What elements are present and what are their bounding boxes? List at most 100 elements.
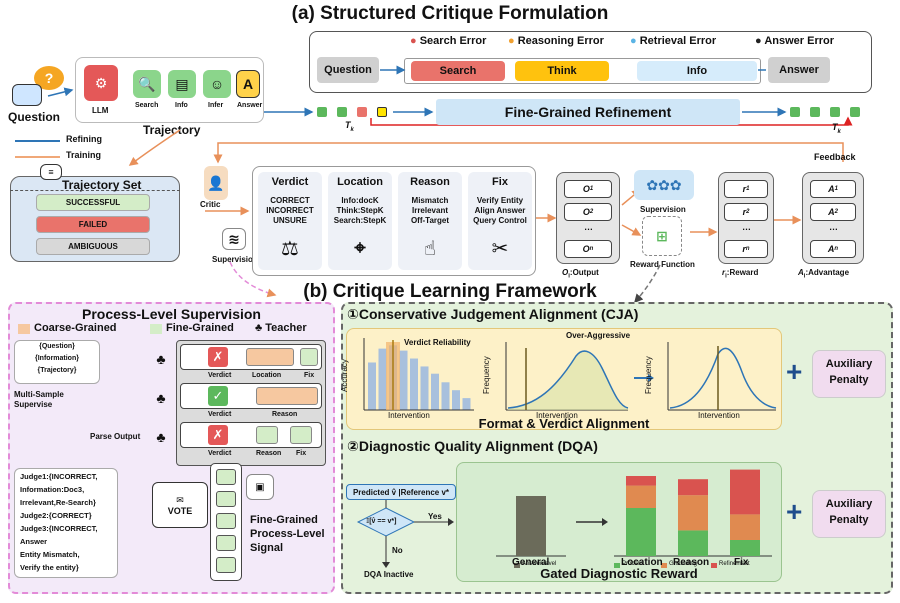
supervision2-label: Supervision [640, 205, 686, 214]
critique-line: CORRECT [270, 196, 310, 205]
verdict-reliability-label: Verdict Reliability [404, 338, 471, 347]
judge-row-label: Fix [296, 450, 307, 457]
feedback-label: Feedback [814, 152, 856, 162]
answer-tool-icon: A [236, 70, 260, 98]
part-b-title: (b) Critique Learning Framework [303, 281, 597, 302]
pin-icon: ● [410, 35, 417, 47]
tool-label-search: Search [135, 102, 159, 109]
aux-penalty-1-line1: Penalty [829, 374, 869, 386]
presenter-icon: ▣ [246, 474, 274, 500]
answer-level-label: Answer-level [522, 561, 557, 567]
coarse-label: Coarse-Grained [34, 322, 117, 334]
pls-input-box [14, 340, 100, 384]
cross-icon: ✗ [208, 425, 228, 445]
dqa-gate-diagram [356, 500, 454, 568]
accuracy-bar [410, 358, 418, 410]
teacher-icon: ♣ [255, 322, 263, 334]
wrench-icon: ✂ [491, 237, 509, 260]
trajectory-step-4 [377, 107, 387, 117]
judge-row-label: Reason [256, 450, 282, 457]
refined-step-3 [830, 107, 840, 117]
trajectory-step-2 [337, 107, 347, 117]
reasoning-error-legend: ● Reasoning Error [508, 35, 604, 47]
advantage-dots: … [829, 222, 838, 232]
judge-line: Answer [20, 537, 48, 546]
critique-line: Verify Entity [476, 196, 524, 205]
pipeline-info: Info [637, 61, 757, 81]
dqa-cat-reason: Reason [673, 557, 710, 568]
judge-row-label: Verdict [208, 372, 232, 379]
judge-row-label: Verdict [208, 450, 232, 457]
training-label: Training [66, 150, 102, 160]
tool-label-info: Info [175, 102, 188, 109]
signal-line-2: Signal [250, 542, 284, 554]
critique-column-0 [258, 172, 322, 270]
pin-icon: ● [755, 35, 762, 47]
scale-icon: ⚖ [281, 237, 299, 260]
judge-row-label: Reason [272, 411, 298, 418]
dqa-stack-segment [678, 530, 708, 556]
critique-title-3: Fix [492, 176, 508, 188]
pls-title: Process-Level Supervision [82, 306, 261, 322]
pls-input-1: {Information} [35, 355, 79, 362]
dqa-stack-segment [730, 540, 760, 556]
dqa-footer: Gated Diagnostic Reward [540, 566, 698, 581]
critique-line: Info:docK [341, 196, 379, 205]
dqa-inactive: DQA Inactive [364, 570, 414, 579]
judge-row-label: Location [252, 372, 282, 379]
over-aggressive-label: Over-Aggressive [566, 331, 631, 340]
aux-penalty-1 [812, 350, 886, 398]
refining-arrow [15, 140, 60, 142]
predicted-box: Predicted v̂ | Reference v* [346, 484, 456, 500]
critique-title-0: Verdict [271, 176, 309, 188]
teacher-avatar-icon: ♣ [156, 351, 166, 367]
pipeline-question: Question [317, 57, 379, 83]
trajectory-failed: FAILED [36, 216, 150, 233]
dqa-bar-chart [496, 469, 772, 568]
judge-cell [256, 387, 318, 405]
aux-penalty-2-line0: Auxiliary [825, 498, 873, 510]
critique-column-3 [468, 172, 532, 270]
judge-row-label: Verdict [208, 411, 232, 418]
signal-cell [216, 557, 236, 573]
trajectory-step-3 [357, 107, 367, 117]
trajectory-set-divider [10, 190, 180, 191]
signal-cell [216, 535, 236, 551]
pipeline-answer: Answer [768, 57, 830, 83]
critique-column-2 [398, 172, 462, 270]
plus-1: + [786, 356, 803, 387]
judge-line: Information:Doc3, [20, 485, 85, 494]
pin-icon: ● [508, 35, 515, 47]
trajectory-successful: SUCCESSFUL [36, 194, 150, 211]
cja-bar-chart [368, 345, 471, 410]
llm-label: LLM [92, 106, 109, 115]
gate-no: No [392, 546, 403, 555]
cross-icon: ✗ [208, 347, 228, 367]
frequency-axis-label-1: Frequency [482, 356, 491, 394]
critique-line: Think:StepK [336, 206, 384, 215]
critique-column-1 [328, 172, 392, 270]
signal-cell [216, 513, 236, 529]
refined-step-4 [850, 107, 860, 117]
accuracy-bar [441, 382, 450, 410]
reward-dots: … [742, 222, 751, 232]
coarse-swatch [18, 324, 30, 334]
part-a-title: (a) Structured Critique Formulation [291, 3, 609, 24]
accuracy-bar [462, 398, 471, 410]
legend-grounding: Grounding [669, 561, 698, 567]
check-icon: ✓ [208, 386, 228, 406]
tk-label: Tk [345, 120, 354, 133]
trajectory-set-title: Trajectory Set [62, 178, 142, 192]
answer-error-legend: ● Answer Error [755, 35, 835, 47]
accuracy-bar [420, 366, 429, 410]
accuracy-bar [368, 362, 376, 410]
chat-icon: ≡ [40, 164, 62, 180]
critique-line: UNSURE [273, 216, 307, 225]
judge-cell [256, 426, 278, 444]
dqa-stack-segment [626, 485, 656, 508]
judge-cell [246, 348, 294, 366]
